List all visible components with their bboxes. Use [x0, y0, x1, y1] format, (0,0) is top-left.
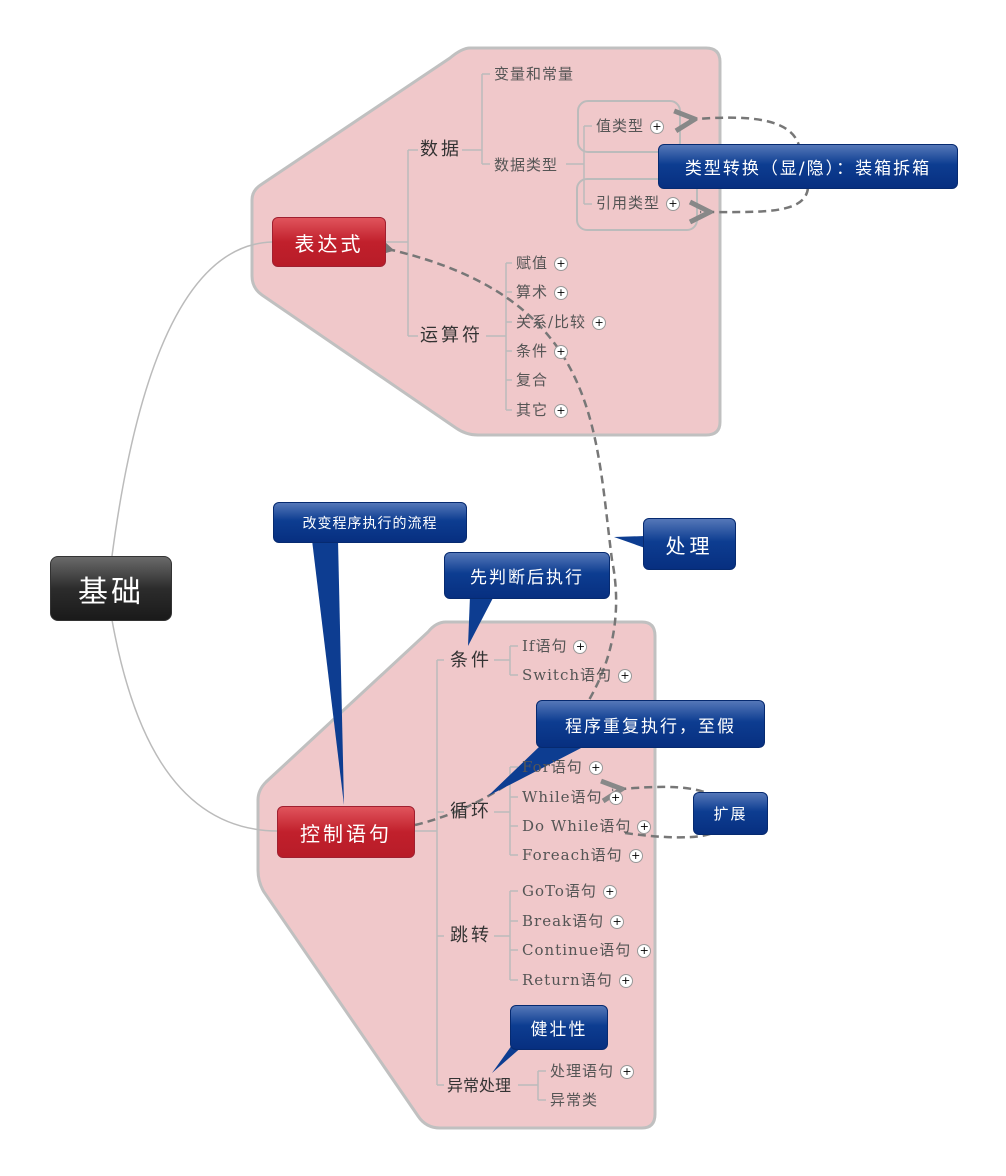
- item-return[interactable]: Return语句 +: [522, 971, 633, 989]
- expand-icon[interactable]: +: [554, 257, 569, 271]
- subtopic-jump[interactable]: 跳转: [450, 925, 492, 946]
- label: Break语句: [522, 912, 605, 930]
- expand-icon[interactable]: +: [608, 791, 623, 805]
- expand-icon[interactable]: +: [618, 669, 633, 683]
- item-reference-type[interactable]: 引用类型 +: [596, 194, 681, 212]
- expand-icon[interactable]: +: [573, 640, 588, 654]
- expand-icon[interactable]: +: [592, 316, 607, 330]
- label: For语句: [522, 758, 583, 776]
- label: 值类型: [596, 117, 645, 135]
- item-while[interactable]: While语句 +: [522, 788, 623, 806]
- label: If语句: [522, 637, 568, 655]
- expand-icon[interactable]: +: [588, 761, 603, 775]
- boundary-control: [256, 620, 657, 1130]
- callout-tail-judge: [468, 596, 494, 646]
- item-assignment[interactable]: 赋值 +: [516, 254, 569, 272]
- expand-icon[interactable]: +: [637, 944, 652, 958]
- item-data-types[interactable]: 数据类型: [494, 156, 559, 174]
- label: 条件: [516, 342, 549, 360]
- subtopic-operators[interactable]: 运算符: [420, 325, 483, 346]
- callout-tail-process: [614, 536, 645, 548]
- item-value-type[interactable]: 值类型 +: [596, 117, 665, 135]
- callout-type-conversion[interactable]: 类型转换（显/隐）：装箱拆箱: [658, 144, 958, 189]
- subtopic-loop[interactable]: 循环: [450, 801, 492, 822]
- callout-robust[interactable]: 健壮性: [510, 1005, 608, 1050]
- expand-icon[interactable]: +: [628, 849, 643, 863]
- item-foreach[interactable]: Foreach语句 +: [522, 846, 643, 864]
- item-for[interactable]: For语句 +: [522, 758, 603, 776]
- subtopic-data[interactable]: 数据: [420, 139, 462, 160]
- item-arithmetic[interactable]: 算术 +: [516, 283, 569, 301]
- label: 其它: [516, 401, 549, 419]
- item-goto[interactable]: GoTo语句 +: [522, 882, 617, 900]
- item-switch[interactable]: Switch语句 +: [522, 666, 633, 684]
- callout-extend[interactable]: 扩展: [693, 792, 768, 835]
- item-compound[interactable]: 复合: [516, 371, 549, 389]
- topic-expression[interactable]: 表达式: [272, 217, 386, 267]
- item-continue[interactable]: Continue语句 +: [522, 941, 652, 959]
- label: Switch语句: [522, 666, 613, 684]
- label: Do While语句: [522, 817, 632, 835]
- expand-icon[interactable]: +: [554, 404, 569, 418]
- expand-icon[interactable]: +: [637, 820, 652, 834]
- label: 算术: [516, 283, 549, 301]
- item-exception-class[interactable]: 异常类: [550, 1091, 599, 1109]
- label: 引用类型: [596, 194, 661, 212]
- callout-flow[interactable]: 改变程序执行的流程: [273, 502, 467, 543]
- item-do-while[interactable]: Do While语句 +: [522, 817, 652, 835]
- label: 关系/比较: [516, 313, 587, 331]
- boundary-expression: [250, 46, 722, 437]
- callout-tail-flow: [312, 540, 344, 805]
- item-conditional[interactable]: 条件 +: [516, 342, 569, 360]
- label: 处理语句: [550, 1062, 615, 1080]
- subtopic-condition[interactable]: 条件: [450, 650, 492, 671]
- item-handling[interactable]: 处理语句 +: [550, 1062, 635, 1080]
- callout-tail-repeat: [488, 746, 585, 796]
- root-node[interactable]: 基础: [50, 556, 172, 621]
- label: GoTo语句: [522, 882, 597, 900]
- topic-control-statements[interactable]: 控制语句: [277, 806, 415, 858]
- item-break[interactable]: Break语句 +: [522, 912, 625, 930]
- callout-repeat[interactable]: 程序重复执行，至假: [536, 700, 765, 748]
- label: 赋值: [516, 254, 549, 272]
- label: Continue语句: [522, 941, 632, 959]
- item-other[interactable]: 其它 +: [516, 401, 569, 419]
- item-variables-constants[interactable]: 变量和常量: [494, 65, 575, 83]
- expand-icon[interactable]: +: [666, 197, 681, 211]
- callout-process[interactable]: 处理: [643, 518, 736, 570]
- callout-judge[interactable]: 先判断后执行: [444, 552, 610, 599]
- expand-icon[interactable]: +: [620, 1065, 635, 1079]
- label: Foreach语句: [522, 846, 623, 864]
- expand-icon[interactable]: +: [602, 885, 617, 899]
- expand-icon[interactable]: +: [610, 915, 625, 929]
- item-relational[interactable]: 关系/比较 +: [516, 313, 607, 331]
- label: Return语句: [522, 971, 613, 989]
- expand-icon[interactable]: +: [618, 974, 633, 988]
- expand-icon[interactable]: +: [650, 120, 665, 134]
- label: While语句: [522, 788, 603, 806]
- item-if[interactable]: If语句 +: [522, 637, 588, 655]
- callout-tail-robust: [492, 1045, 524, 1073]
- expand-icon[interactable]: +: [554, 345, 569, 359]
- subtopic-exception[interactable]: 异常处理: [447, 1076, 512, 1095]
- expand-icon[interactable]: +: [554, 286, 569, 300]
